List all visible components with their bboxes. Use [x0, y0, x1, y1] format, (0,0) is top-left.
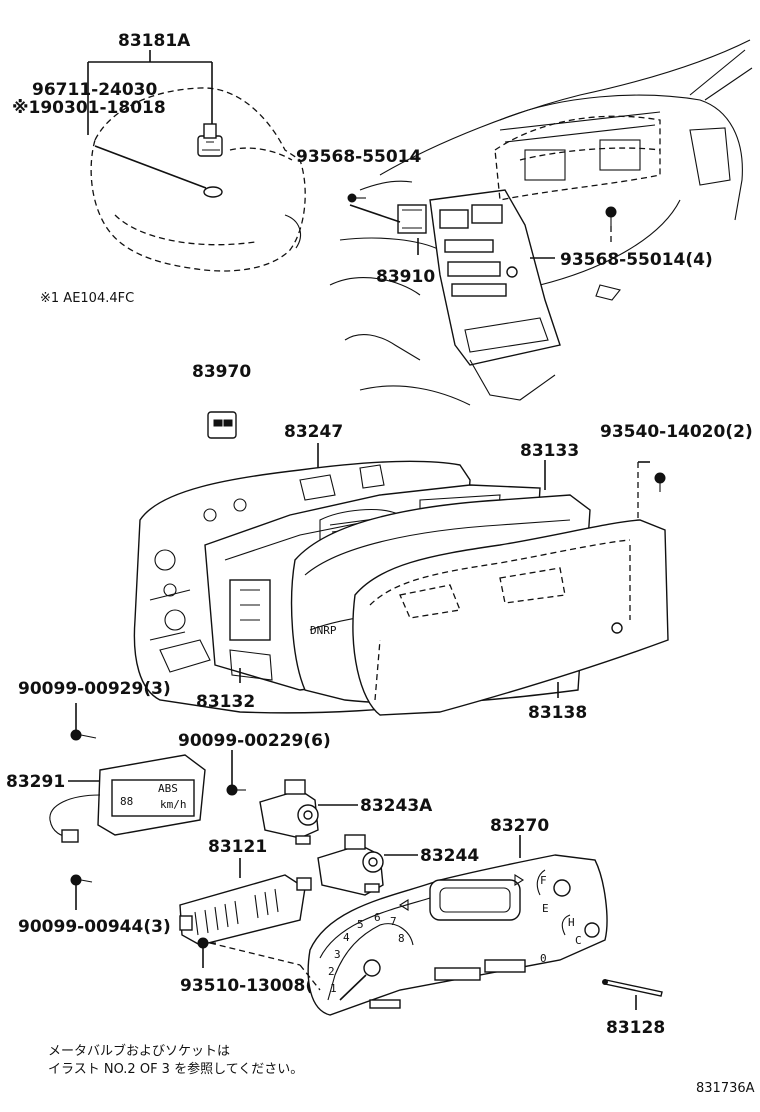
note-ae104: ※1 AE104.4FC	[40, 291, 134, 306]
sensor-83243A	[259, 779, 319, 845]
speedometer-module-83121	[179, 874, 312, 946]
display-digits: 88	[120, 795, 133, 808]
tick-6: 6	[374, 911, 381, 924]
label-83970: 83970	[192, 362, 251, 382]
screw-93568-right	[605, 206, 617, 226]
screw-90099-00944	[70, 874, 93, 886]
label-90099-00229: 90099-00229(6)	[178, 731, 331, 751]
kmh-text: km/h	[160, 798, 187, 811]
label-83244: 83244	[420, 846, 479, 866]
meter-glass-83138	[352, 519, 669, 716]
temp-h-text: H	[568, 916, 575, 929]
pointer-pin-83128	[602, 979, 663, 997]
label-190301-18018: ※190301-18018	[12, 98, 166, 118]
tick-1: 1	[330, 982, 337, 995]
label-83132: 83132	[196, 692, 255, 712]
label-83291: 83291	[6, 772, 65, 792]
screw-93510	[197, 937, 216, 949]
tick-3: 3	[334, 948, 341, 961]
label-83243A: 83243A	[360, 796, 433, 816]
screw-90099-00929	[70, 729, 97, 741]
display-unit-83291: 88 ABS km/h	[49, 754, 206, 843]
tick-2: 2	[328, 965, 335, 978]
label-83910: 83910	[376, 267, 435, 287]
abs-text: ABS	[158, 782, 178, 795]
label-93568-55014: 93568-55014	[296, 147, 422, 167]
label-93540-14020: 93540-14020(2)	[600, 422, 753, 442]
tick-0: 0	[540, 952, 547, 965]
temp-c-text: C	[575, 934, 582, 947]
label-96711-24030: 96711-24030	[32, 80, 158, 100]
fuel-f-text: F	[540, 874, 547, 887]
screw-90099-00229	[226, 784, 246, 796]
tick-4: 4	[343, 931, 350, 944]
footnote-line1: メータバルブおよびソケットは	[48, 1043, 230, 1059]
fuel-e-text: E	[542, 902, 549, 915]
tick-8: 8	[398, 932, 405, 945]
sensor-83244	[317, 834, 384, 896]
gear-indicator-dnrp: DNRP	[310, 624, 337, 637]
label-83138: 83138	[528, 703, 587, 723]
screw-93540	[654, 472, 666, 492]
label-83121: 83121	[208, 837, 267, 857]
tick-5: 5	[357, 918, 364, 931]
label-83181A: 83181A	[118, 31, 191, 51]
tick-7: 7	[390, 915, 397, 928]
label-83247: 83247	[284, 422, 343, 442]
label-83133: 83133	[520, 441, 579, 461]
transmission-housing	[90, 87, 306, 272]
diagram-id: 831736A	[696, 1081, 755, 1096]
footnote-line2: イラスト NO.2 OF 3 を参照してください。	[48, 1061, 303, 1077]
label-83128: 83128	[606, 1018, 665, 1038]
label-90099-00929: 90099-00929(3)	[18, 679, 171, 699]
connector-83970	[207, 411, 237, 439]
dashboard-outline	[329, 39, 753, 406]
label-83270: 83270	[490, 816, 549, 836]
label-93568-55014-4: 93568-55014(4)	[560, 250, 713, 270]
label-90099-00944: 90099-00944(3)	[18, 917, 171, 937]
screw-93568-left	[347, 193, 366, 203]
combination-meter-83270: 4 5 6 7 8 3 2 1 0 F E H C	[307, 854, 608, 1016]
speed-sensor	[197, 123, 223, 198]
label-93510-13008: 93510-13008(6)	[180, 976, 333, 996]
